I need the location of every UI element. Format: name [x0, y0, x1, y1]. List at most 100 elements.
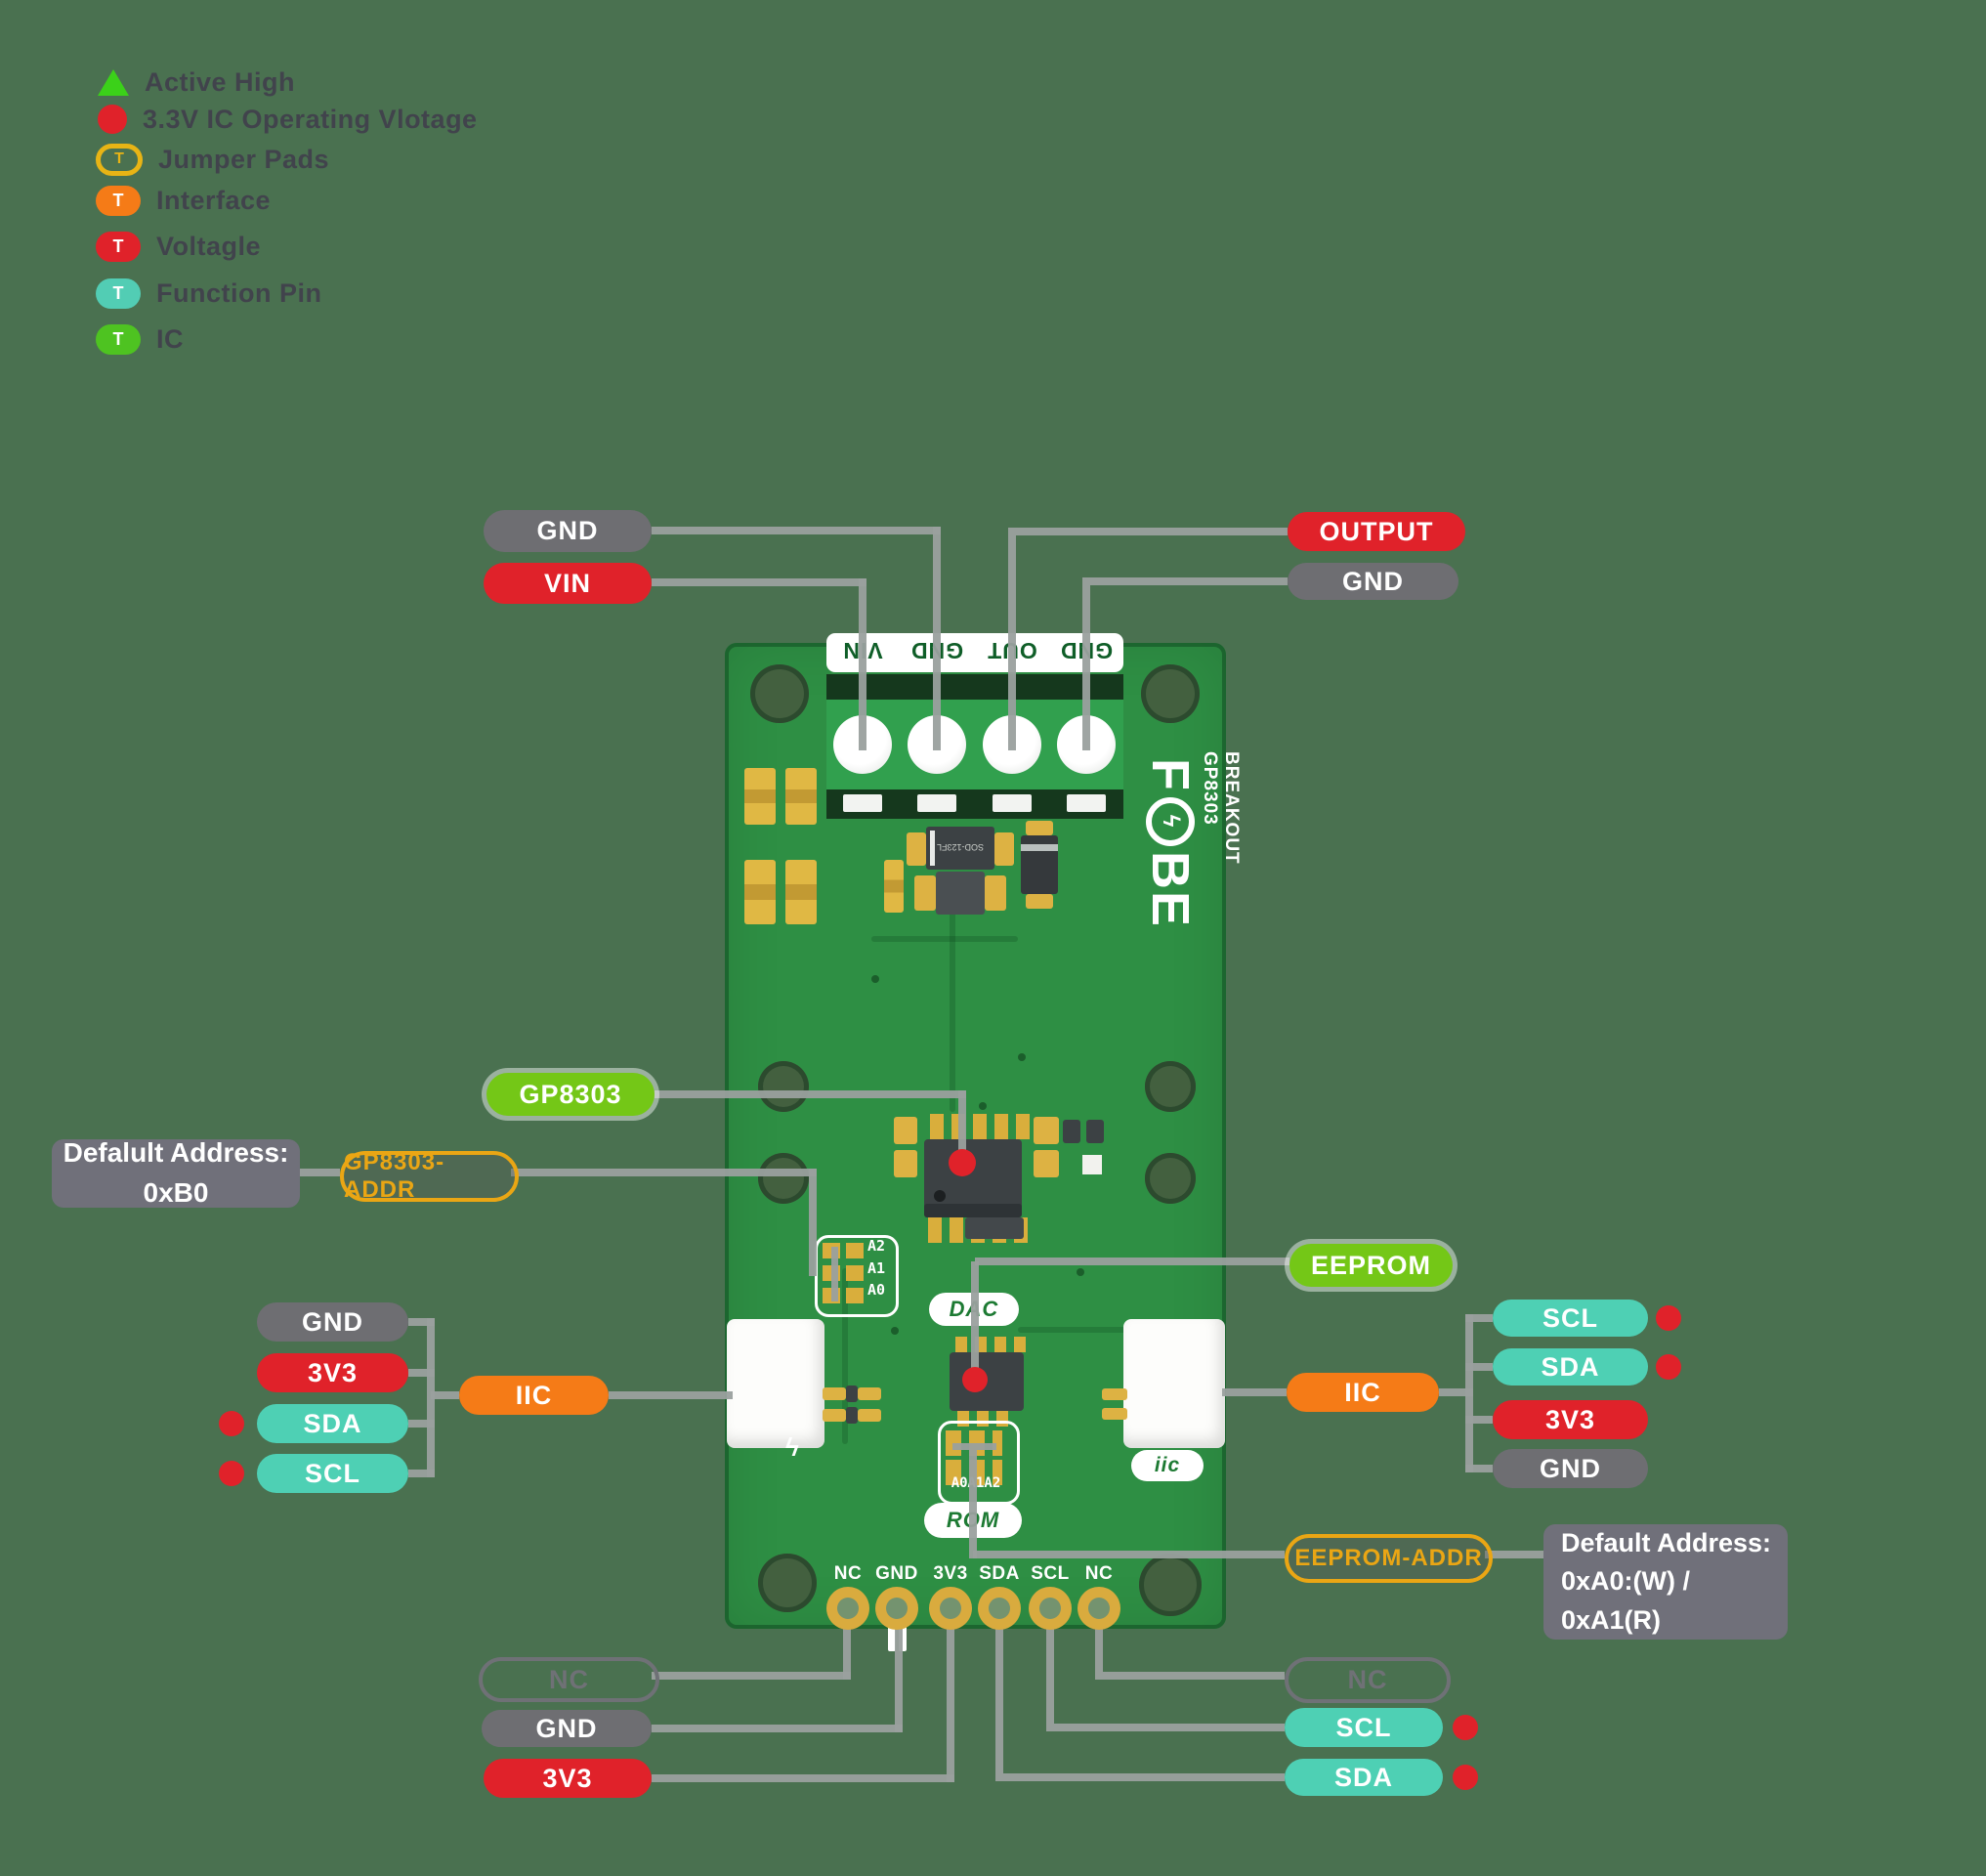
pin-label-gnd: GND: [875, 1563, 918, 1584]
pin-label-3v3: 3V3: [933, 1563, 968, 1584]
callout-left-sda: SDA: [257, 1404, 408, 1443]
callout-gnd-top-left: GND: [484, 510, 652, 552]
logo-bolt-glyph: ϟ: [1158, 814, 1184, 830]
leader-line: [973, 1551, 1285, 1558]
legend-item: T IC: [96, 321, 184, 357]
callout-gp8303-addr: GP8303-ADDR: [340, 1149, 519, 1203]
mount-hole: [758, 1153, 809, 1204]
connector-pin: [823, 1387, 846, 1400]
leader-line: [652, 578, 866, 586]
logo-letters: BE: [1141, 850, 1200, 928]
leader-line: [1465, 1363, 1493, 1371]
badge-letter: T: [112, 190, 124, 210]
voltage-dot: [1656, 1305, 1681, 1331]
wire-slot: [843, 794, 882, 812]
callout-bottom-scl: SCL: [1285, 1708, 1443, 1747]
callout-iic-right: IIC: [1287, 1373, 1439, 1412]
via: [1077, 1268, 1084, 1276]
voltage-dot: [1656, 1354, 1681, 1380]
jumper-pads-column: [846, 1243, 864, 1309]
leader-line: [947, 1612, 954, 1782]
leader-line: [958, 1090, 966, 1163]
smd-pad: [1034, 1117, 1059, 1144]
leader-line: [1082, 577, 1090, 750]
jumper-label-a2: A2: [867, 1237, 886, 1255]
leader-line: [1016, 528, 1288, 535]
callout-gp8303: GP8303: [486, 1073, 655, 1116]
wire-slot: [993, 794, 1032, 812]
chip-legs-top: [930, 1114, 1032, 1139]
leader-line: [652, 527, 941, 534]
leader-line: [895, 1612, 903, 1732]
cap-body: [936, 872, 985, 915]
leader-line: [652, 1725, 903, 1732]
badge-letter: T: [112, 282, 124, 303]
callout-right-scl: SCL: [1493, 1300, 1648, 1337]
leader-line: [511, 1169, 817, 1176]
voltage-dot: [1453, 1715, 1478, 1740]
pin-pad-nc: [1078, 1587, 1120, 1630]
eeprom-marker-dot: [962, 1367, 988, 1392]
connector-pin: [1102, 1408, 1127, 1420]
smd-diode-body: [1021, 835, 1058, 894]
gp8303-marker-dot: [949, 1149, 976, 1176]
pin1-dot: [934, 1190, 946, 1202]
eeprom-address-line1: Default Address:: [1561, 1528, 1772, 1558]
via: [979, 1102, 987, 1110]
callout-right-sda: SDA: [1493, 1348, 1648, 1386]
legend-item: T Jumper Pads: [96, 142, 329, 177]
leader-line: [969, 1450, 977, 1558]
smd-pad: [1026, 894, 1053, 909]
logo-letter: F: [1141, 757, 1200, 792]
pin-pad-scl: [1029, 1587, 1072, 1630]
badge-letter: T: [112, 328, 124, 349]
leader-line: [1222, 1388, 1287, 1396]
callout-right-gnd: GND: [1493, 1449, 1648, 1488]
leader-line: [1003, 1773, 1285, 1781]
leader-line: [843, 1612, 851, 1680]
pin-pad-gnd: [875, 1587, 918, 1630]
connector-pin-dark: [846, 1386, 858, 1402]
voltage-dot: [219, 1461, 244, 1486]
mount-hole: [1145, 1061, 1196, 1112]
callout-eeprom-addr: EEPROM-ADDR: [1285, 1534, 1493, 1583]
gnd-wire-mark: [888, 1618, 896, 1651]
smd-chip: [1086, 1120, 1104, 1143]
leader-line: [1046, 1612, 1054, 1731]
pin-pad-3v3: [929, 1587, 972, 1630]
ic-badge-icon: T: [96, 323, 141, 355]
leader-line: [655, 1090, 966, 1098]
gnd-wire-mark: [899, 1618, 907, 1651]
cap-pad: [914, 875, 936, 911]
eeprom-legs-top: [955, 1337, 1026, 1352]
leader-line: [1054, 1724, 1285, 1731]
legend-item: T Interface: [96, 183, 271, 218]
callout-vin: VIN: [484, 563, 652, 604]
via: [1018, 1053, 1026, 1061]
function-pin-badge-icon: T: [96, 277, 141, 309]
mount-hole: [750, 664, 809, 723]
pcb-trace: [871, 936, 1018, 942]
gp8303-address-infobox: Defalult Address: 0xB0: [52, 1137, 300, 1208]
legend-label: IC: [156, 323, 184, 354]
voltage-dot: [219, 1411, 244, 1436]
voltage-badge-icon: T: [96, 231, 141, 262]
callout-right-3v3: 3V3: [1493, 1400, 1648, 1439]
connector-pin: [858, 1409, 881, 1422]
jumper-trace: [952, 1443, 996, 1450]
callout-left-scl: SCL: [257, 1454, 408, 1493]
active-high-triangle-icon: [98, 68, 129, 96]
chip-block: [965, 1217, 1024, 1239]
legend-label: Interface: [156, 185, 272, 215]
leader-line: [1465, 1314, 1473, 1472]
logo-breakout-text: BREAKOUT: [1221, 751, 1242, 865]
legend-label: Function Pin: [156, 277, 322, 308]
leader-line: [933, 527, 941, 750]
callout-left-gnd: GND: [257, 1302, 408, 1342]
gp8303-address-text: Defalult Address: 0xB0: [63, 1137, 289, 1208]
leader-line: [431, 1391, 459, 1399]
jumper-label-a1: A1: [867, 1259, 886, 1277]
